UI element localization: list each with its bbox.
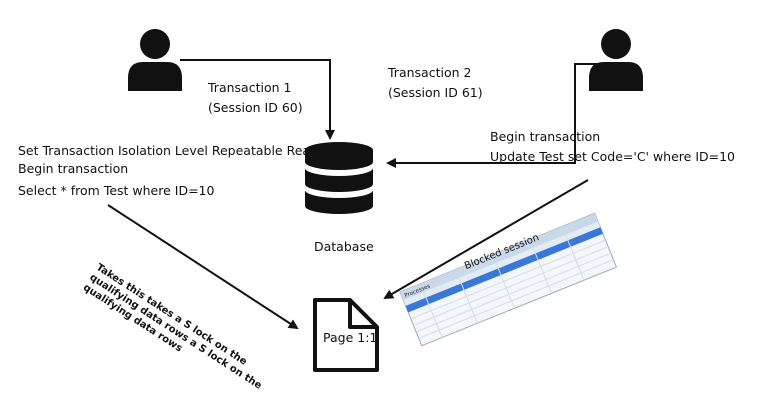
- document-icon: [313, 298, 379, 372]
- database-icon: [305, 142, 373, 214]
- left-statement-select: Select * from Test where ID=10: [18, 183, 215, 198]
- user-icon: [128, 29, 182, 91]
- arrow-select-to-page: [107, 204, 299, 330]
- right-statement-begin: Begin transaction: [490, 129, 601, 144]
- processes-screenshot: Processes: [399, 212, 618, 347]
- left-statement-isolation: Set Transaction Isolation Level Repeatab…: [18, 143, 316, 158]
- arrow-update-to-page: [383, 179, 589, 300]
- page-label: Page 1:1: [323, 330, 378, 345]
- transaction1-session: (Session ID 60): [208, 100, 303, 115]
- transaction2-title: Transaction 2: [388, 65, 472, 80]
- arrow-transaction1-to-database: [180, 59, 335, 140]
- user-icon: [589, 29, 643, 91]
- transaction2-session: (Session ID 61): [388, 85, 483, 100]
- database-label: Database: [314, 239, 374, 254]
- transaction1-title: Transaction 1: [208, 80, 292, 95]
- arrow-transaction2-to-database: [386, 63, 598, 168]
- right-statement-update: Update Test set Code='C' where ID=10: [490, 149, 736, 164]
- left-statement-begin: Begin transaction: [18, 161, 129, 176]
